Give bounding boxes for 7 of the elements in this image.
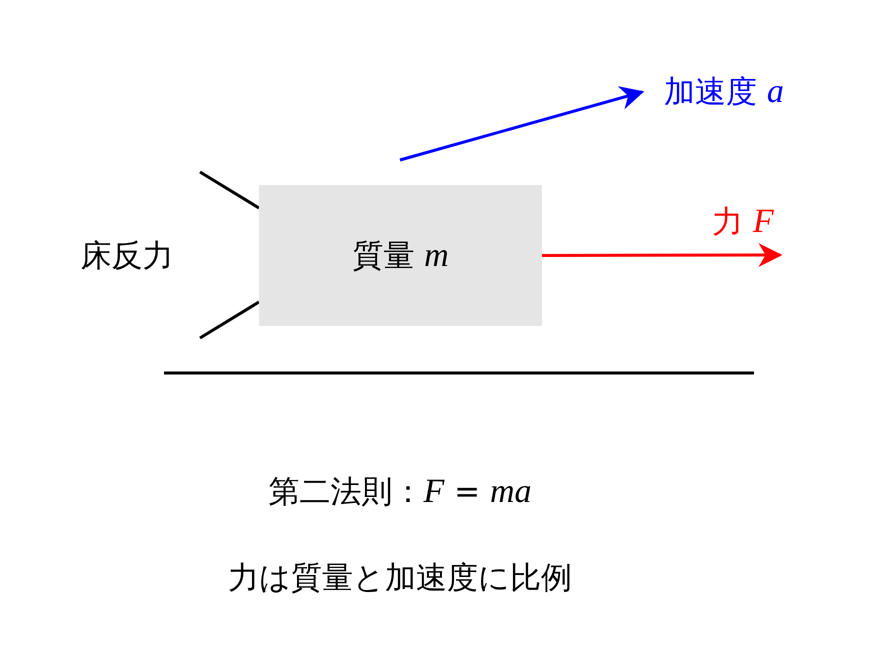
force-label: 床反力 — [80, 237, 174, 276]
acceleration-label: 加速度 a — [648, 68, 800, 116]
note-text: 力は質量と加速度に比例 — [228, 559, 572, 598]
equation-text: 第二法則：F = ma — [268, 472, 532, 512]
arrow — [400, 86, 644, 162]
mass-block: 質量 m — [259, 185, 542, 326]
arrow — [542, 243, 782, 268]
